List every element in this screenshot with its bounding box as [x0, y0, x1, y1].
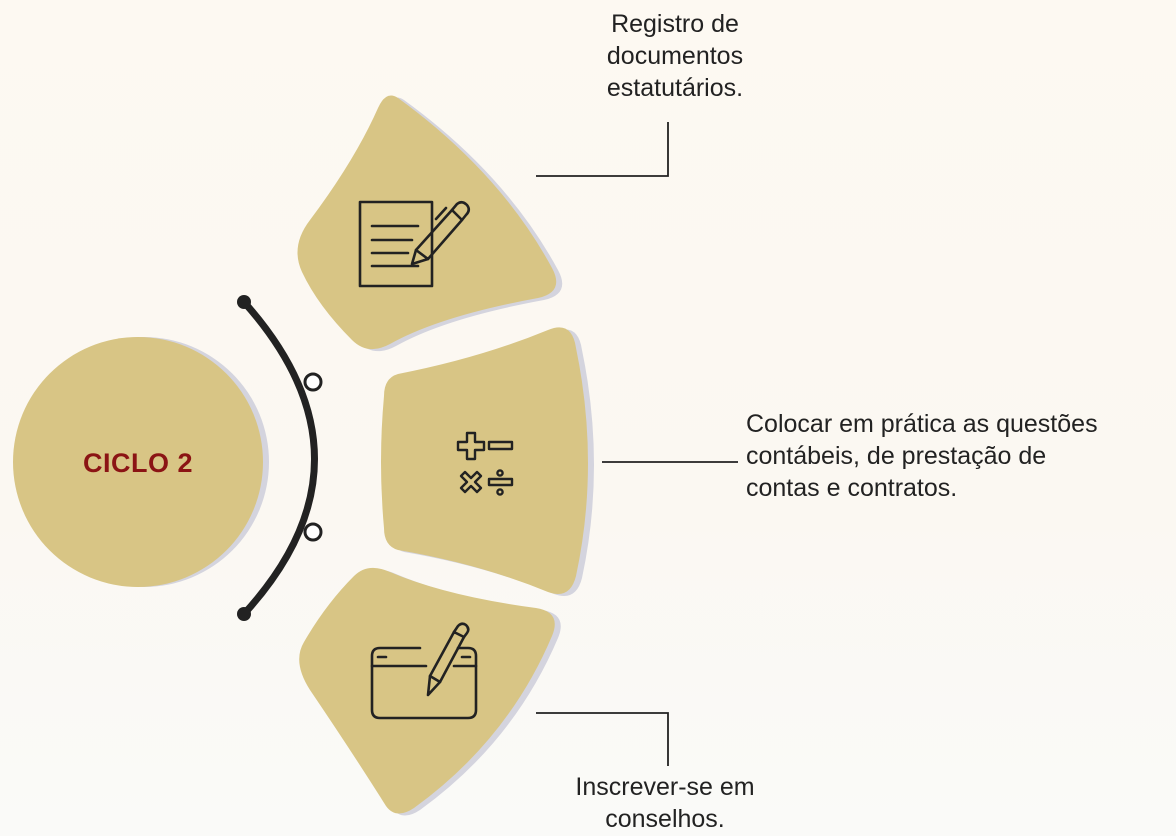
label-line: contábeis, de prestação de [746, 442, 1047, 470]
label-line: Inscrever-se em [575, 773, 755, 801]
center-title: CICLO 2 [83, 448, 193, 478]
petal-middle-shape [381, 327, 588, 594]
window-pencil-icon [370, 622, 478, 720]
petal-top-shape [297, 95, 557, 350]
arc-endpoint-top [237, 295, 251, 309]
petal-top [297, 95, 563, 352]
center-circle [13, 337, 263, 587]
step-label-middle: Colocar em prática as questões contábeis… [746, 408, 1098, 504]
petal-bottom-shape [299, 567, 555, 814]
petal-bottom [299, 567, 561, 816]
leader-line-top [536, 122, 669, 177]
label-line: estatutários. [606, 74, 744, 102]
label-line: Colocar em prática as questões [746, 410, 1098, 438]
arc-endpoint-bottom [237, 607, 251, 621]
label-line: contas e contratos. [746, 474, 958, 502]
label-line: Registro de [611, 10, 739, 38]
arc-node-lower [303, 522, 323, 542]
leader-lines [536, 122, 738, 766]
leader-line-bottom [536, 712, 669, 766]
step-label-top: Registro de documentos estatutários. [560, 8, 790, 104]
document-pen-icon [358, 200, 471, 288]
arc-node-upper [303, 372, 323, 392]
arc-path [240, 298, 318, 618]
step-label-bottom: Inscrever-se em conselhos. [540, 771, 790, 835]
label-line: conselhos. [605, 805, 725, 833]
petal-middle [381, 327, 594, 596]
connector-arc [237, 295, 323, 621]
label-line: documentos [606, 42, 744, 70]
math-operators-icon [456, 431, 514, 496]
center-node: CICLO 2 [13, 337, 269, 587]
